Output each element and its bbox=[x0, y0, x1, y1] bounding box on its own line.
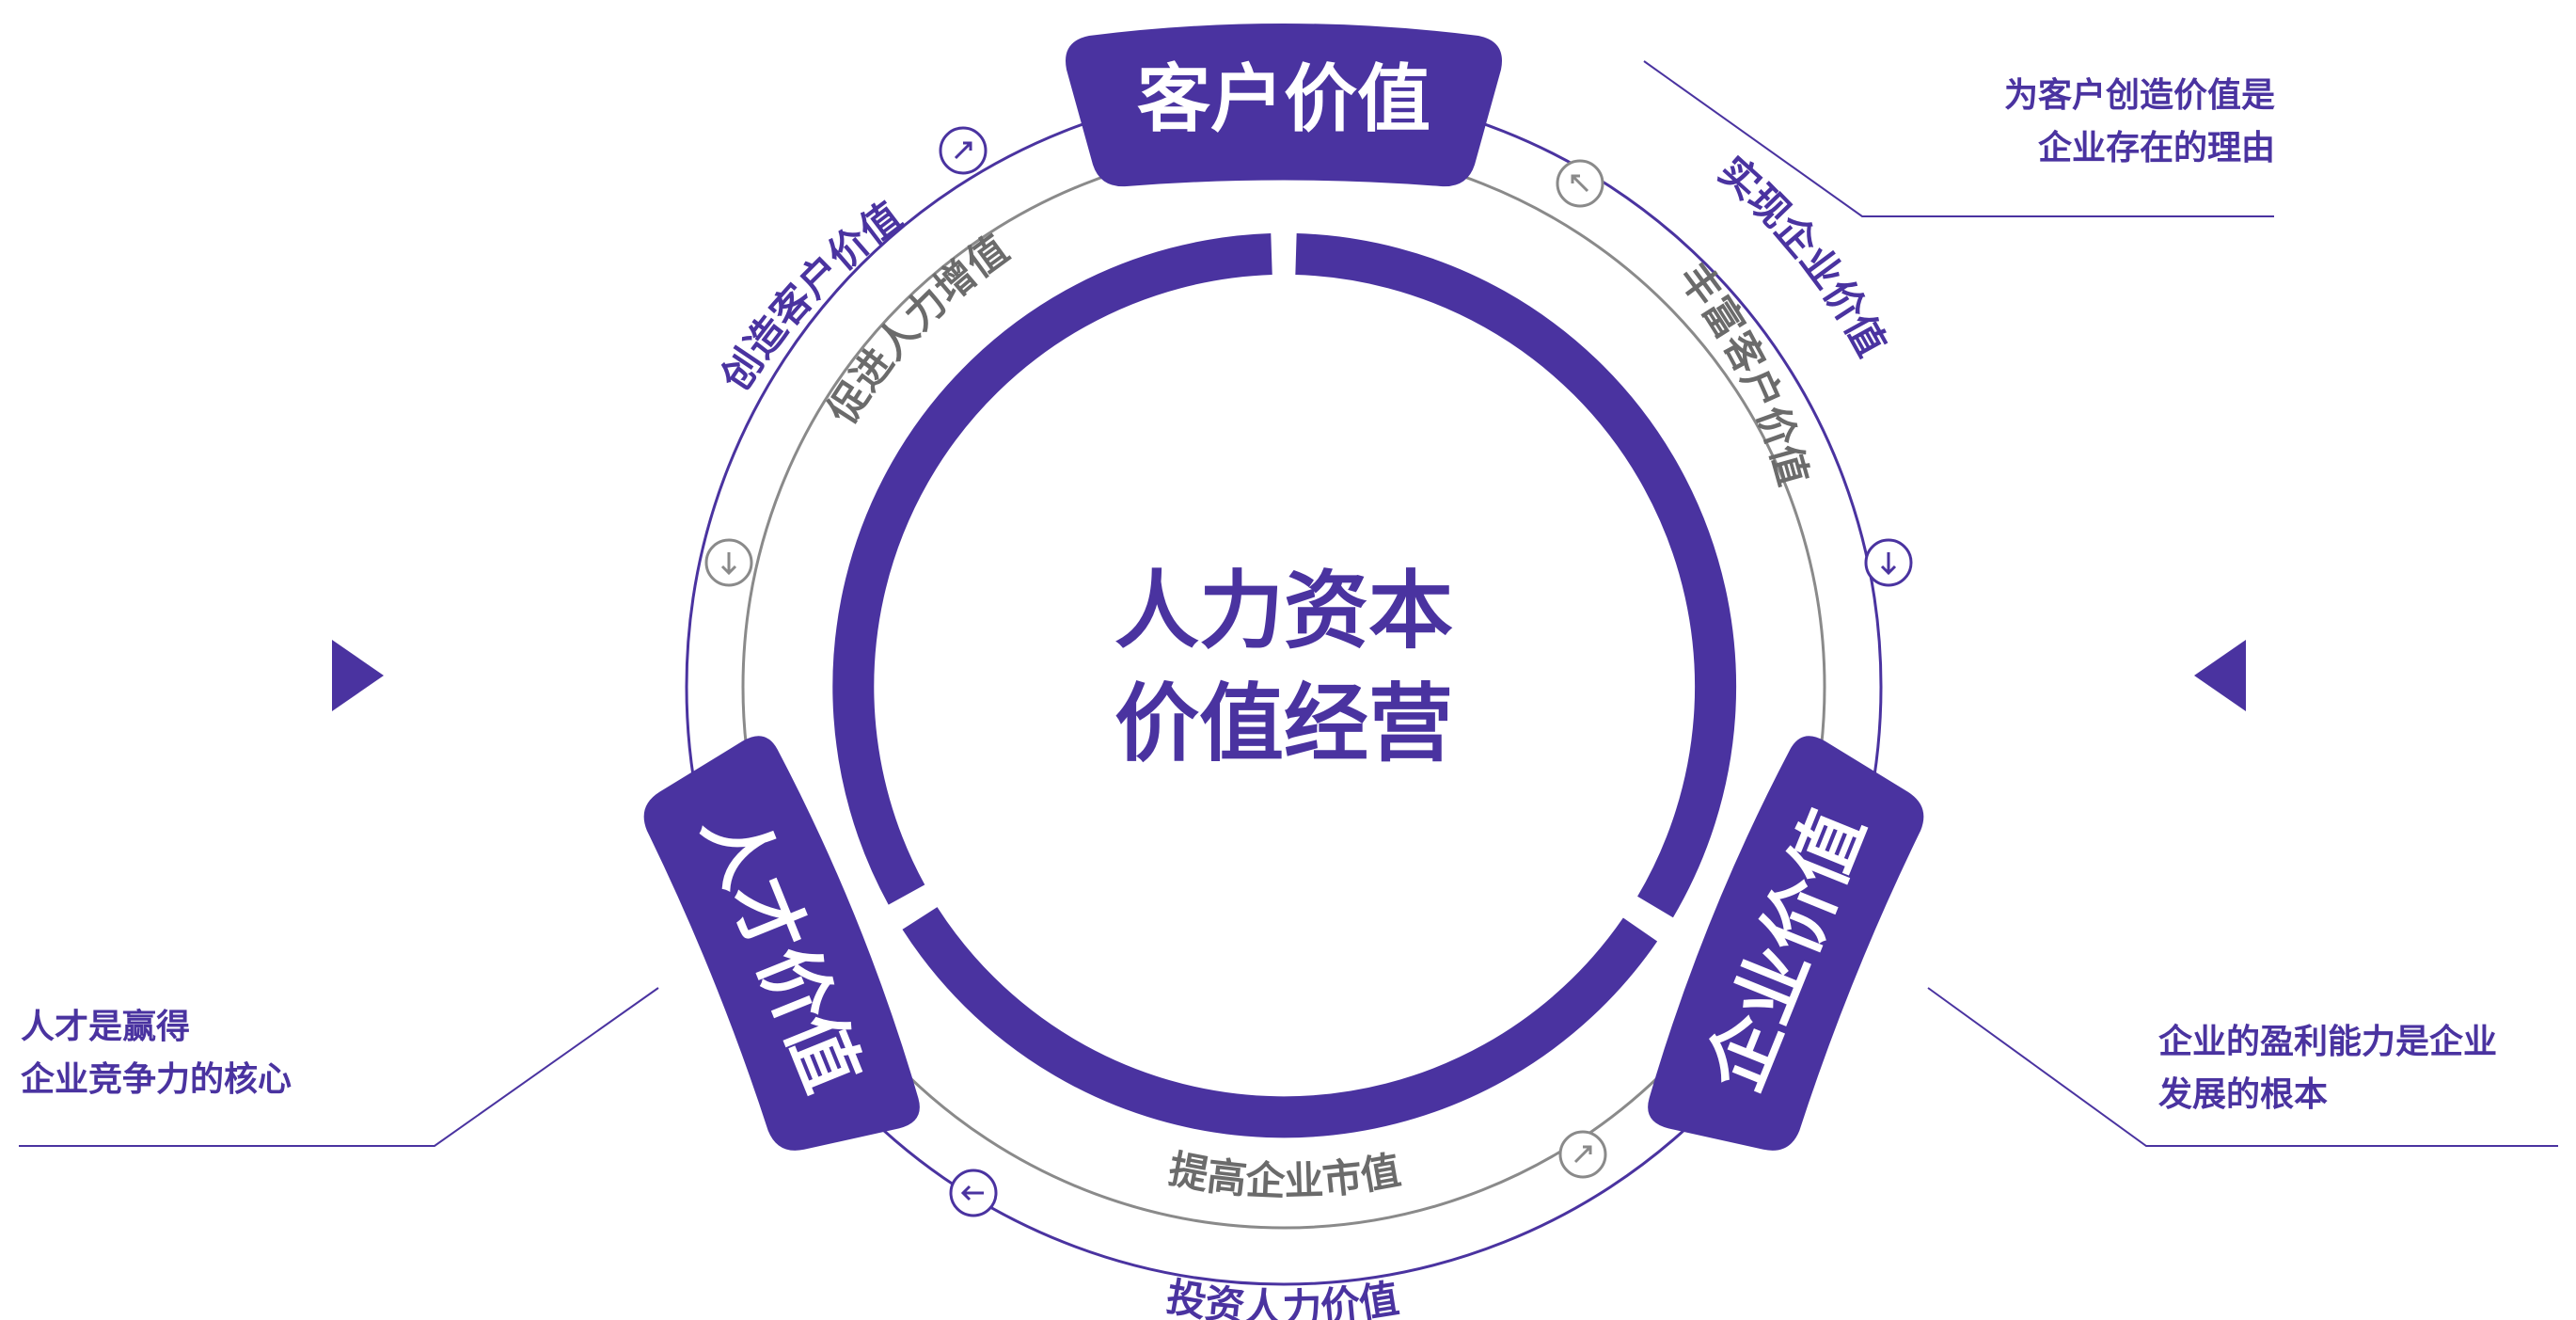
note-bottom-right: 企业的盈利能力是企业 发展的根本 bbox=[2158, 1016, 2497, 1121]
label-enrich-customer-value: 丰富客户价值 bbox=[1670, 254, 1817, 490]
triangle-left-icon bbox=[2194, 640, 2246, 711]
arrow-circle-icon bbox=[939, 126, 988, 175]
arrow-circle-icon bbox=[1558, 1130, 1607, 1179]
center-ring-segment-left bbox=[832, 233, 1272, 905]
arrow-circle-icon bbox=[949, 1169, 998, 1217]
center-title-line2: 价值经营 bbox=[1114, 675, 1453, 773]
triangle-right-icon bbox=[332, 640, 384, 711]
badge-talent-value: 人才价值 bbox=[643, 736, 920, 1151]
note-top-right-line1: 为客户创造价值是 bbox=[2003, 76, 2275, 115]
badge-customer-value: 客户价值 bbox=[1066, 24, 1502, 187]
center-title-line1: 人力资本 bbox=[1114, 562, 1453, 660]
note-bottom-left-line2: 企业竞争力的核心 bbox=[21, 1060, 292, 1099]
callout-line-bottom-right bbox=[1927, 987, 2558, 1147]
label-raise-market-value: 提高企业市值 bbox=[1165, 1146, 1404, 1205]
badge-enterprise-value: 企业价值 bbox=[1648, 736, 1924, 1151]
svg-text:投资人力价值: 投资人力价值 bbox=[1163, 1273, 1402, 1320]
arrow-circle-icon bbox=[704, 538, 753, 587]
center-ring-segment-right bbox=[1295, 233, 1737, 918]
note-top-right: 为客户创造价值是 企业存在的理由 bbox=[2004, 70, 2275, 175]
badge-customer-value-text: 客户价值 bbox=[1137, 57, 1430, 142]
callout-line-top-right bbox=[1643, 60, 2274, 217]
center-thick-ring bbox=[832, 233, 1737, 1138]
arrow-circle-icon bbox=[1864, 538, 1913, 587]
note-bottom-right-line1: 企业的盈利能力是企业 bbox=[2158, 1023, 2498, 1061]
note-top-right-line2: 企业存在的理由 bbox=[2037, 129, 2275, 167]
svg-text:提高企业市值: 提高企业市值 bbox=[1165, 1146, 1404, 1205]
label-invest-human-value: 投资人力价值 bbox=[1163, 1273, 1402, 1320]
note-bottom-left: 人才是赢得 企业竞争力的核心 bbox=[21, 1001, 292, 1106]
center-ring-segment-bottom bbox=[902, 907, 1658, 1138]
svg-text:丰富客户价值: 丰富客户价值 bbox=[1670, 254, 1817, 490]
note-bottom-left-line1: 人才是赢得 bbox=[21, 1008, 191, 1046]
arrow-circle-icon bbox=[1556, 159, 1604, 208]
note-bottom-right-line2: 发展的根本 bbox=[2158, 1075, 2329, 1114]
callout-line-bottom-left bbox=[19, 987, 659, 1147]
